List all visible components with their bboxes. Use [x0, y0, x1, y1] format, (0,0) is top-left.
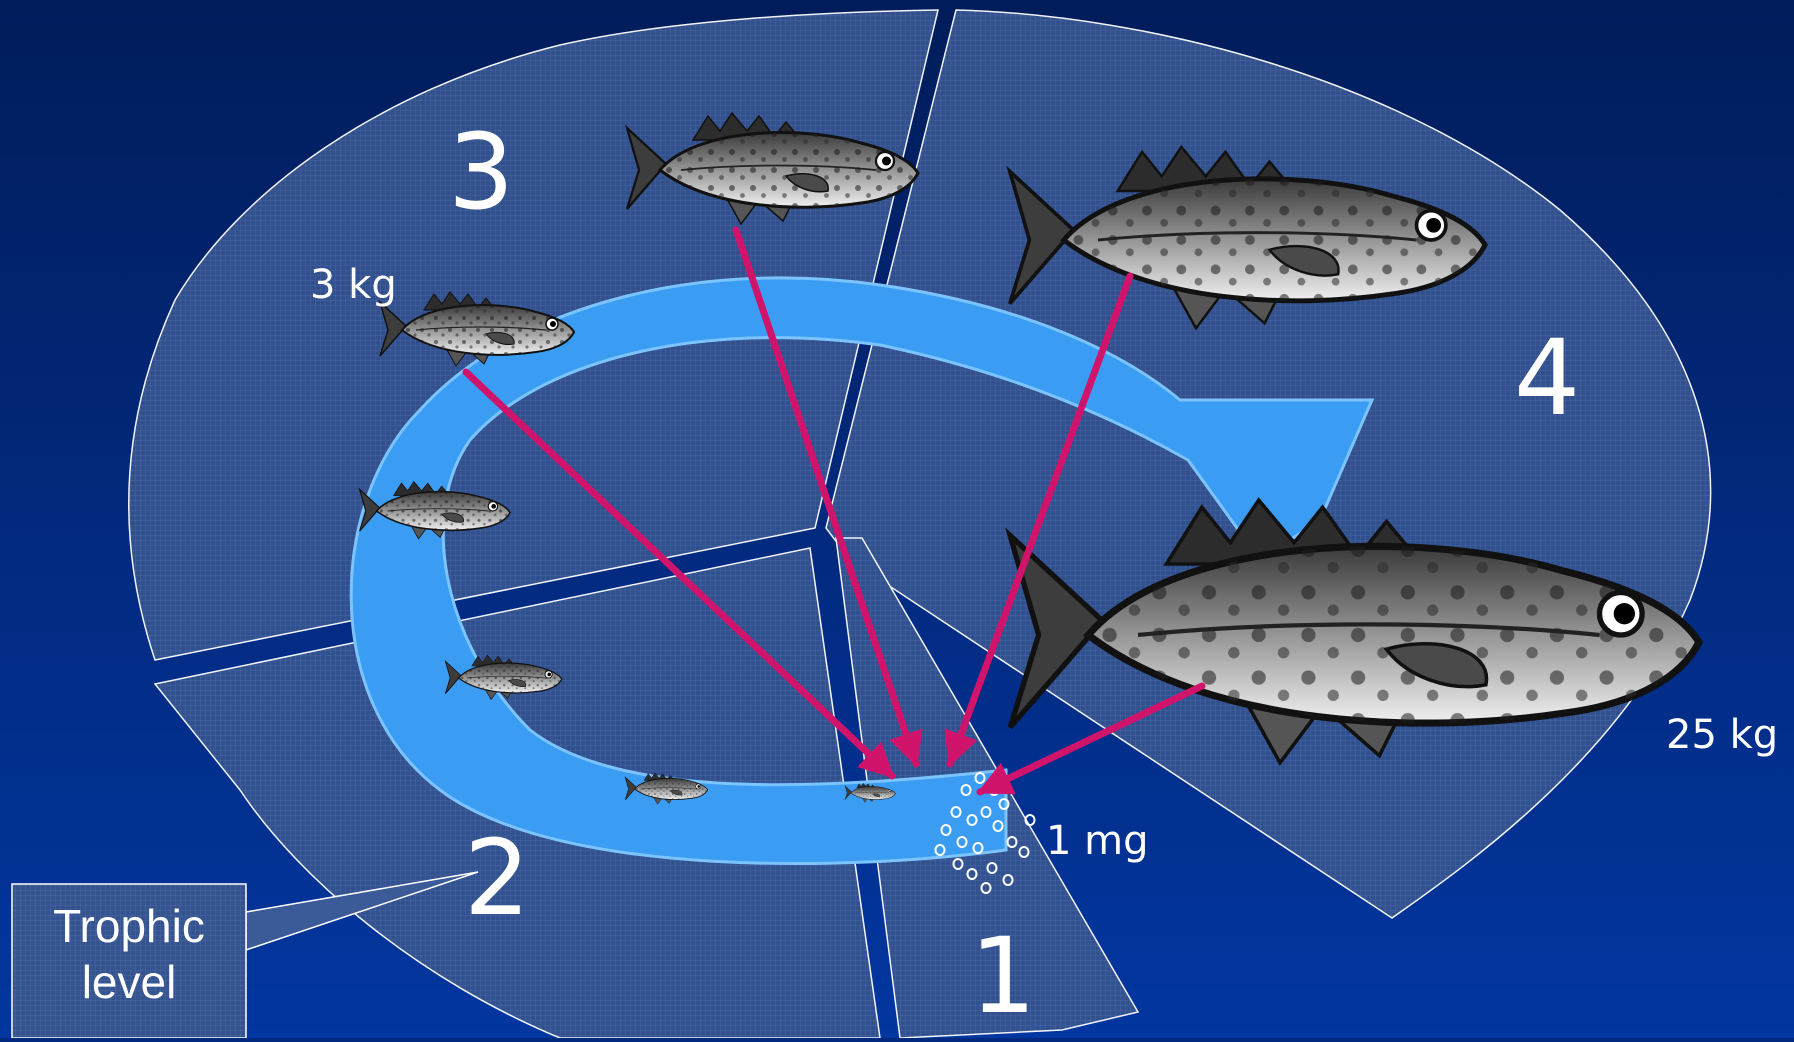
trophic-level-2: 2 [464, 817, 530, 939]
callout-line-2: level [82, 956, 177, 1008]
callout-line-1: Trophic [53, 900, 205, 952]
trophic-level-3: 3 [448, 111, 514, 233]
trophic-level-1: 1 [970, 915, 1036, 1037]
trophic-level-4: 4 [1514, 317, 1580, 439]
mass-label-egg: 1 mg [1046, 818, 1149, 864]
mass-label-juvenile: 3 kg [310, 262, 397, 308]
mass-label-adult: 25 kg [1666, 712, 1778, 758]
